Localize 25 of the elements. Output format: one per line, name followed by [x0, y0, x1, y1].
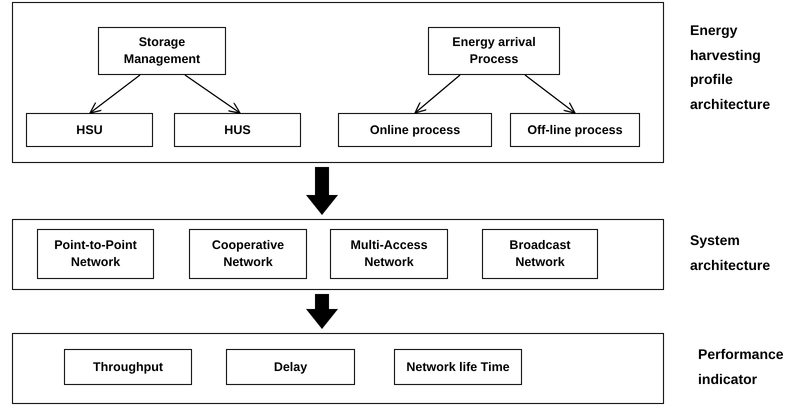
process-box: Throughput: [64, 349, 192, 385]
process-box: Delay: [226, 349, 355, 385]
process-box: Network life Time: [394, 349, 522, 385]
arrow: [184, 74, 241, 114]
group-frame: [12, 2, 664, 163]
block-arrow: [306, 167, 338, 215]
arrow: [414, 74, 460, 114]
process-box: Multi-Access Network: [330, 229, 448, 279]
group-frame: [12, 219, 664, 290]
process-box: Storage Management: [98, 27, 226, 75]
process-box: Off-line process: [510, 113, 640, 147]
section-label: System architecture: [690, 231, 772, 274]
section-label: Energy harvesting profile architecture: [690, 21, 772, 114]
process-box: HSU: [26, 113, 153, 147]
process-box: Point-to-Point Network: [37, 229, 154, 279]
process-box: Cooperative Network: [189, 229, 307, 279]
arrow: [89, 74, 140, 114]
process-box: Broadcast Network: [482, 229, 598, 279]
block-arrow: [306, 294, 338, 329]
process-box: HUS: [174, 113, 301, 147]
process-box: Online process: [338, 113, 492, 147]
process-box: Energy arrival Process: [428, 27, 560, 75]
section-label: Performance indicator: [698, 345, 785, 388]
arrow: [524, 74, 576, 114]
group-frame: [12, 333, 664, 404]
